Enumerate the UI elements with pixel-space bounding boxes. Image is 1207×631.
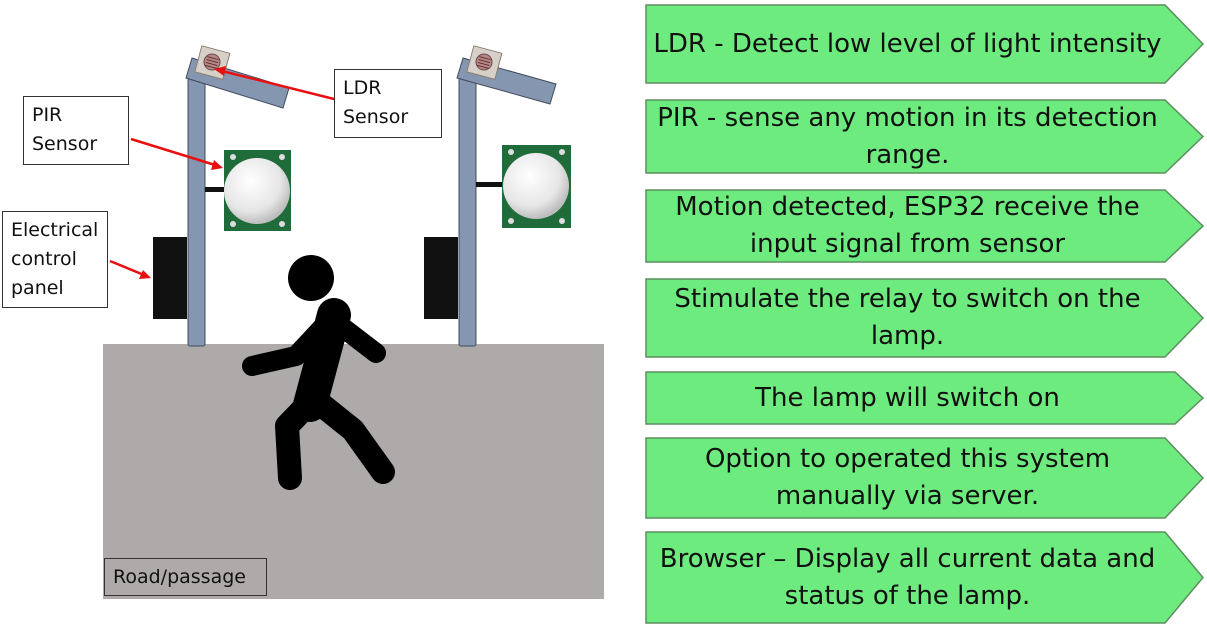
street-light-left: [153, 45, 291, 347]
step-browser: Browser – Display all current data and s…: [645, 531, 1204, 624]
road-label: Road/passage: [104, 558, 267, 596]
control-panel-box: [153, 237, 187, 319]
step-chevron-shape: [645, 278, 1205, 358]
step-text: The lamp will switch on: [651, 371, 1164, 425]
step-line: manually via server.: [775, 481, 1040, 511]
ldr-sensor-module: [466, 45, 503, 81]
step-lamp-on: The lamp will switch on: [645, 371, 1205, 425]
step-chevron-shape: [645, 437, 1205, 519]
step-motion-detected: Motion detected, ESP32 receive the input…: [645, 189, 1205, 263]
step-text: LDR - Detect low level of light intensit…: [651, 4, 1164, 84]
pole: [458, 74, 477, 347]
road: [103, 344, 604, 599]
step-chevron-shape: [645, 4, 1205, 84]
step-manual-option: Option to operated this system manually …: [645, 437, 1205, 519]
pir-bracket: [476, 182, 503, 187]
step-text: PIR - sense any motion in its detection …: [651, 99, 1164, 174]
step-line: Stimulate the relay to switch on the: [674, 284, 1141, 314]
step-line: Motion detected, ESP32 receive the: [675, 192, 1140, 222]
pir-sensor-label: PIR Sensor: [23, 96, 129, 165]
step-line: input signal from sensor: [749, 229, 1066, 259]
step-chevron-shape: [645, 99, 1205, 174]
pole: [187, 74, 206, 347]
label-line: Sensor: [32, 133, 98, 155]
step-chevron-shape: [645, 189, 1205, 263]
step-text: Option to operated this system manually …: [651, 437, 1164, 519]
step-line: The lamp will switch on: [755, 382, 1060, 413]
step-text: Browser – Display all current data and s…: [651, 531, 1164, 624]
step-line: PIR - sense any motion in its detection: [657, 102, 1158, 133]
step-line: status of the lamp.: [784, 580, 1031, 611]
callout-arrows: [109, 66, 339, 279]
step-chevron-shape: [645, 531, 1204, 624]
label-line: Electrical: [11, 219, 99, 241]
label-line: PIR: [32, 104, 63, 126]
label-line: panel: [11, 277, 64, 299]
step-line: Option to operated this system: [704, 444, 1111, 474]
step-line: LDR - Detect low level of light intensit…: [653, 28, 1162, 59]
street-light-scene: [103, 45, 604, 599]
label-line: control: [11, 248, 77, 270]
step-line: range.: [865, 139, 950, 170]
pedestrian-icon: [242, 255, 395, 490]
step-pir: PIR - sense any motion in its detection …: [645, 99, 1205, 174]
step-relay: Stimulate the relay to switch on the lam…: [645, 278, 1205, 358]
step-ldr: LDR - Detect low level of light intensit…: [645, 4, 1205, 84]
pir-sensor-module: [502, 145, 571, 228]
step-text: Stimulate the relay to switch on the lam…: [651, 278, 1164, 358]
pir-bracket: [205, 187, 225, 192]
control-panel-label: Electrical control panel: [2, 211, 108, 308]
pir-sensor-module: [224, 150, 291, 231]
label-line: Sensor: [343, 106, 409, 128]
step-chevron-shape: [645, 371, 1205, 425]
label-line: LDR: [343, 77, 382, 99]
step-text: Motion detected, ESP32 receive the input…: [651, 189, 1164, 263]
ldr-sensor-label: LDR Sensor: [334, 69, 442, 138]
step-line: lamp.: [870, 321, 945, 351]
street-light-right: [424, 45, 571, 347]
control-panel-box: [424, 237, 458, 319]
step-line: Browser – Display all current data and: [659, 543, 1156, 574]
